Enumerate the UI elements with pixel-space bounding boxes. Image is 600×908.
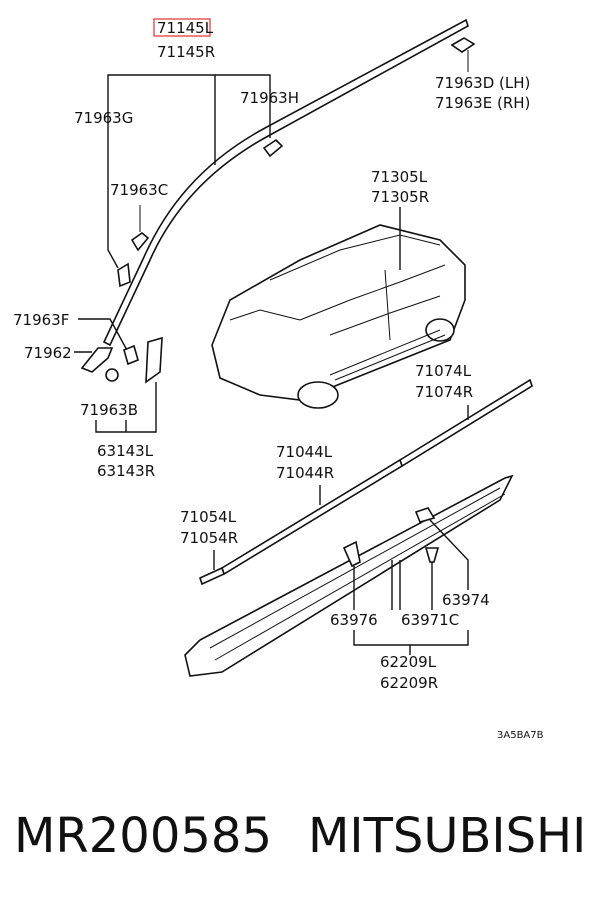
label-71145L[interactable]: 71145L <box>157 19 214 37</box>
clip-71963D <box>450 37 476 72</box>
label-71963F[interactable]: 71963F <box>13 311 69 329</box>
label-63976[interactable]: 63976 <box>330 611 378 629</box>
molding-71054 <box>199 566 225 586</box>
label-71963G[interactable]: 71963G <box>74 109 133 127</box>
garnish-63143 <box>145 336 163 384</box>
label-71044R[interactable]: 71044R <box>276 464 334 482</box>
sill-garnish-62209 <box>184 474 514 677</box>
label-62209R[interactable]: 62209R <box>380 674 438 692</box>
label-63974[interactable]: 63974 <box>442 591 490 609</box>
diagram-code: 3A5BA7B <box>497 730 544 741</box>
clip-71963B <box>105 368 119 382</box>
label-71963C[interactable]: 71963C <box>110 181 168 199</box>
clip-63976 <box>342 540 361 568</box>
label-71305L[interactable]: 71305L <box>371 168 428 186</box>
label-71074L[interactable]: 71074L <box>415 362 472 380</box>
clip-71963F <box>123 344 139 366</box>
clip-71963H <box>262 138 284 158</box>
leader-71963F <box>78 318 129 353</box>
leader-62209 <box>353 560 469 655</box>
label-63971C[interactable]: 63971C <box>401 611 459 629</box>
label-71145R[interactable]: 71145R <box>157 43 215 61</box>
label-71044L[interactable]: 71044L <box>276 443 333 461</box>
clip-71963G <box>117 262 131 288</box>
label-71305R[interactable]: 71305R <box>371 188 429 206</box>
brand-name: MITSUBISHI <box>308 808 587 864</box>
clip-63971C <box>424 547 440 563</box>
label-63143R[interactable]: 63143R <box>97 462 155 480</box>
clip-71963C <box>130 205 150 252</box>
label-71963B[interactable]: 71963B <box>80 401 138 419</box>
leader-63974 <box>429 519 469 590</box>
label-71962[interactable]: 71962 <box>24 344 72 362</box>
end-cap-71962 <box>80 347 114 373</box>
label-71074R[interactable]: 71074R <box>415 383 473 401</box>
label-62209L[interactable]: 62209L <box>380 653 437 671</box>
roof-molding-71145 <box>102 18 469 347</box>
highlight-box <box>153 18 211 37</box>
label-71054L[interactable]: 71054L <box>180 508 237 526</box>
clip-63974 <box>414 507 436 523</box>
part-number: MR200585 <box>14 808 272 864</box>
car-illustration <box>211 207 466 409</box>
label-71963D[interactable]: 71963D (LH) <box>435 74 530 92</box>
label-71963E[interactable]: 71963E (RH) <box>435 94 530 112</box>
leader-71145 <box>107 74 271 269</box>
leader-63143 <box>95 382 157 433</box>
label-71054R[interactable]: 71054R <box>180 529 238 547</box>
label-63143L[interactable]: 63143L <box>97 442 154 460</box>
footer: MR200585 MITSUBISHI <box>0 800 600 880</box>
